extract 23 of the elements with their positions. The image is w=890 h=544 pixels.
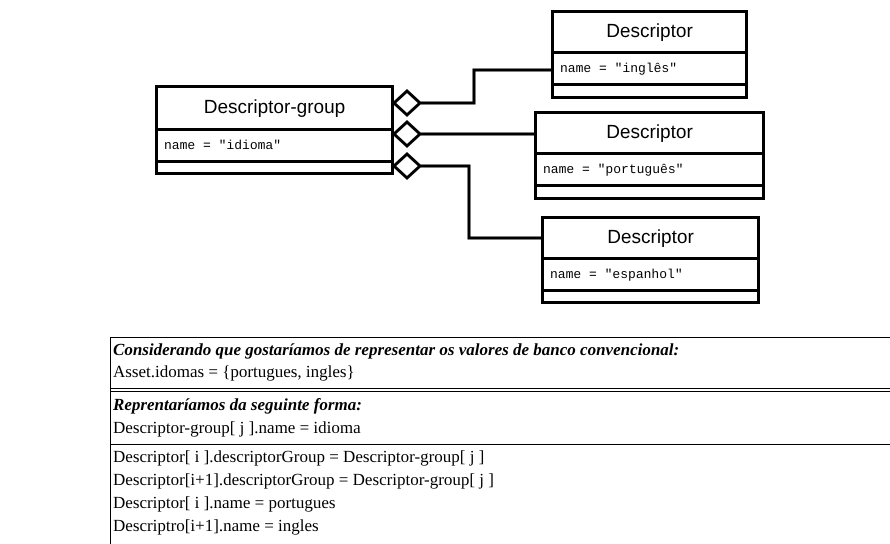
attribute-text: name = "português" [537,155,762,187]
table-text: Descriptor[ i ].name = portugues [113,492,336,514]
table-text: Descriptor[ i ].descriptorGroup = Descriptor-group[ j ] [113,446,484,468]
attribute-text: name = "idioma" [158,131,391,163]
table-text: Descriptro[i+1].name = ingles [113,515,319,537]
class-name: Descriptor [554,13,745,54]
table-heading: Considerando que gostaríamos de representar os valores de banco convencional: [113,339,680,361]
attribute-text: name = "inglês" [554,54,745,86]
class-name: Descriptor [537,114,762,155]
table-text: Descriptor-group[ j ].name = idioma [113,417,361,439]
aggregation-connector [392,68,551,116]
table-text: Descriptor[i+1].descriptorGroup = Descriptor-group[ j ] [113,469,494,491]
attribute-text: name = "espanhol" [544,260,757,292]
table-heading: Reprentaríamos da seguinte forma: [113,394,362,416]
class-box [551,10,748,99]
table-text: Asset.idomas = {portugues, ingles} [113,361,355,383]
class-box [155,85,394,175]
aggregation-connector [392,120,534,148]
class-name: Descriptor [544,219,757,260]
class-name: Descriptor-group [158,88,391,131]
class-box [541,216,760,304]
class-box [534,111,765,200]
aggregation-connector [392,152,541,240]
